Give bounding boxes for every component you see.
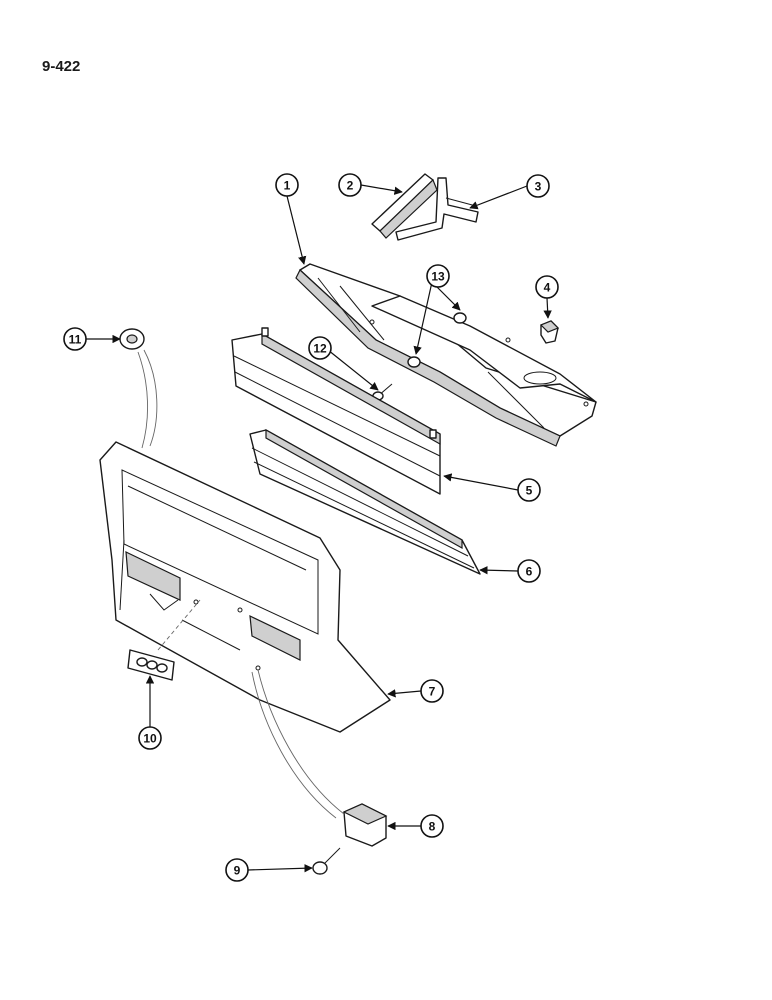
callout-4: 4 bbox=[535, 275, 559, 299]
callout-8-label: 8 bbox=[429, 820, 436, 834]
callout-13: 13 bbox=[426, 264, 450, 288]
part-10-plug bbox=[127, 599, 201, 681]
callout-11-label: 11 bbox=[69, 333, 82, 347]
callout-7: 7 bbox=[420, 679, 444, 703]
callout-8: 8 bbox=[420, 814, 444, 838]
part-8-clip bbox=[251, 669, 388, 847]
callout-5-label: 5 bbox=[526, 484, 533, 498]
callout-6: 6 bbox=[517, 559, 541, 583]
part-7-housing bbox=[99, 441, 391, 733]
callout-1: 1 bbox=[275, 173, 299, 197]
part-5-louver bbox=[231, 327, 441, 495]
callout-3: 3 bbox=[526, 174, 550, 198]
callout-7-label: 7 bbox=[429, 685, 436, 699]
part-6-louver bbox=[249, 428, 481, 575]
callout-3-label: 3 bbox=[535, 180, 542, 194]
callout-2: 2 bbox=[338, 173, 362, 197]
callout-10-label: 10 bbox=[143, 732, 157, 746]
callout-12-label: 12 bbox=[313, 342, 327, 356]
page-code: 9-422 bbox=[42, 58, 81, 75]
callout-6-label: 6 bbox=[526, 565, 533, 579]
callout-2-label: 2 bbox=[347, 179, 354, 193]
part-9-bolt bbox=[312, 847, 341, 875]
callout-9-label: 9 bbox=[234, 864, 241, 878]
callout-10: 10 bbox=[138, 726, 162, 750]
callout-9: 9 bbox=[225, 858, 249, 882]
callout-11: 11 bbox=[63, 327, 87, 351]
callout-13-label: 13 bbox=[431, 270, 445, 284]
callout-4-label: 4 bbox=[544, 281, 551, 295]
part-4-block bbox=[539, 320, 560, 344]
callout-5: 5 bbox=[517, 478, 541, 502]
callout-12: 12 bbox=[308, 336, 332, 360]
part-13-nuts bbox=[407, 312, 467, 368]
part-11-knob bbox=[119, 328, 158, 449]
callout-1-label: 1 bbox=[284, 179, 291, 193]
leader-lines bbox=[86, 184, 552, 873]
